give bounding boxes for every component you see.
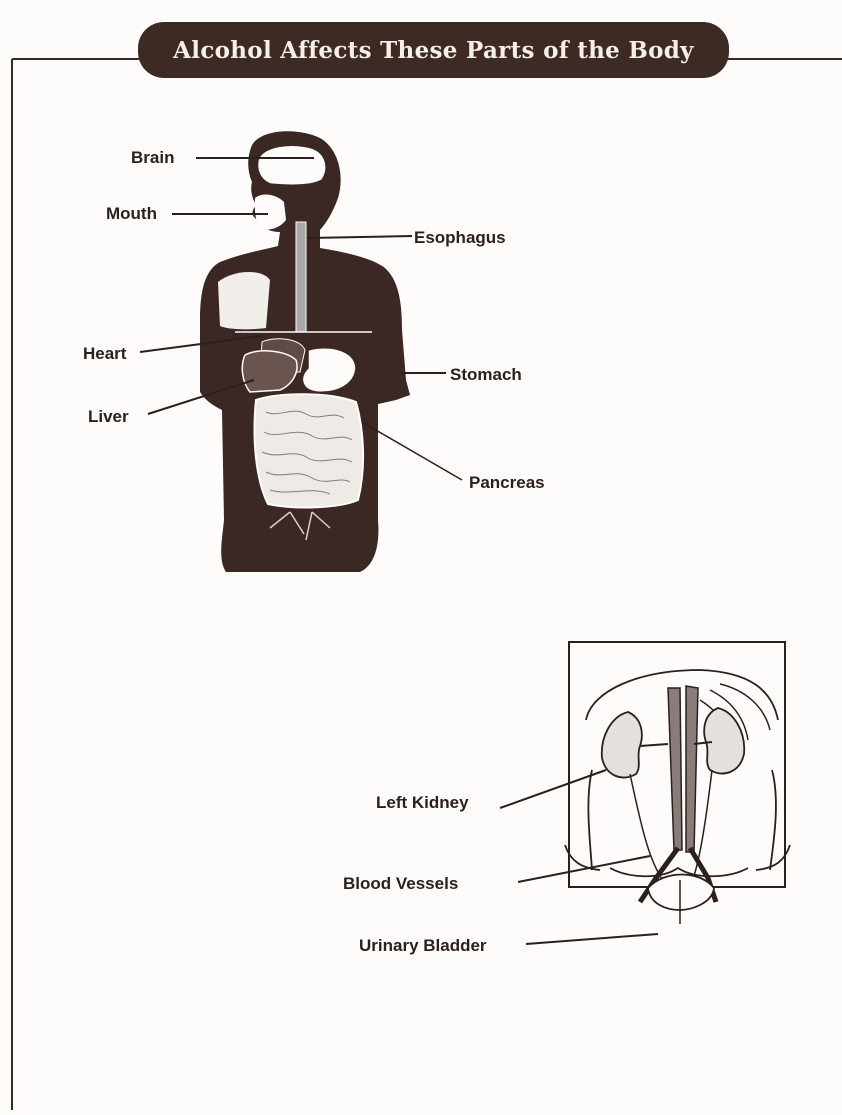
title-banner: Alcohol Affects These Parts of the Body xyxy=(138,22,729,78)
esophagus-leader xyxy=(308,236,412,238)
label-blood-vessels: Blood Vessels xyxy=(343,875,458,892)
label-brain: Brain xyxy=(131,149,174,166)
label-pancreas: Pancreas xyxy=(469,474,545,491)
body-diagram xyxy=(140,131,462,572)
arm-hollow xyxy=(218,272,270,329)
label-esophagus: Esophagus xyxy=(414,229,506,246)
brain-shape xyxy=(258,145,327,185)
label-left-kidney: Left Kidney xyxy=(376,794,469,811)
label-liver: Liver xyxy=(88,408,129,425)
mouth-shape xyxy=(255,195,286,230)
label-urinary-bladder: Urinary Bladder xyxy=(359,937,487,954)
page-title: Alcohol Affects These Parts of the Body xyxy=(173,37,694,64)
urinary-bladder-leader xyxy=(526,934,658,944)
label-mouth: Mouth xyxy=(106,205,157,222)
esophagus-shape xyxy=(296,222,306,332)
label-stomach: Stomach xyxy=(450,366,522,383)
label-heart: Heart xyxy=(83,345,126,362)
urinary-bladder-shape xyxy=(648,875,714,911)
abdomen-diagram xyxy=(500,642,790,944)
